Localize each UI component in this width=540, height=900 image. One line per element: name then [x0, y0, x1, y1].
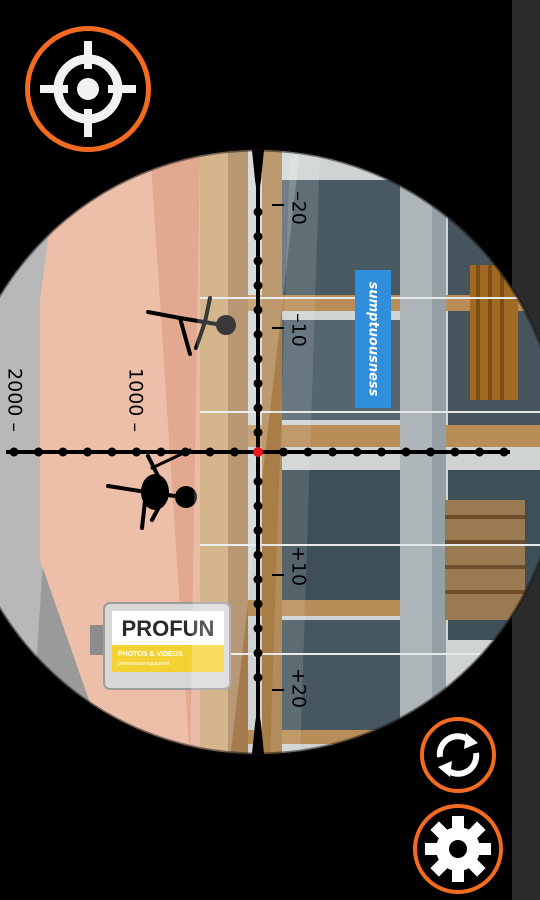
- elevation-scale: –20 –10 +10 +20: [272, 191, 310, 708]
- scope-lens: sumptuousness PROFUN PHOTOS & VIDEOS pro…: [0, 150, 540, 754]
- reticle-dot: [58, 447, 68, 457]
- reticle-dot: [253, 599, 263, 609]
- reticle-dot: [253, 354, 263, 364]
- reticle-dot: [426, 447, 435, 457]
- reticle-dot: [253, 501, 263, 511]
- glass-glare: [190, 150, 300, 754]
- reticle-dot: [34, 447, 43, 457]
- reticle-dot: [253, 624, 263, 633]
- settings-button[interactable]: [413, 804, 503, 894]
- aim-button[interactable]: [25, 26, 151, 152]
- reticle-dot: [377, 447, 386, 457]
- reticle-dot: [475, 447, 484, 457]
- reticle-dot: [253, 379, 263, 388]
- reticle-dot: [132, 447, 141, 457]
- range-label-2000: 2000 –: [4, 368, 26, 432]
- range-scale: 1000 – 2000 –: [4, 368, 147, 432]
- reticle-dot: [253, 575, 263, 584]
- reticle-dot: [253, 330, 263, 339]
- reticle-center-dot: [253, 447, 263, 457]
- reticle-dot: [303, 447, 313, 457]
- reticle-dot: [253, 403, 263, 413]
- reticle-dot: [156, 447, 166, 457]
- blue-sign: [355, 270, 391, 408]
- reticle-dot: [9, 447, 19, 457]
- stickman-target-armed[interactable]: [106, 448, 197, 530]
- crosshair-icon: [40, 41, 136, 137]
- reticle-dot: [253, 477, 263, 486]
- elevation-label-minus-10: –10: [288, 313, 310, 347]
- reticle-dot: [253, 207, 263, 217]
- reticle-dot: [253, 428, 263, 437]
- reticle-dot: [328, 447, 337, 457]
- reticle-dot: [450, 447, 460, 457]
- beam: [248, 425, 540, 447]
- reticle-dot: [279, 447, 288, 457]
- reticle-dot: [253, 550, 263, 560]
- gear-icon: [425, 816, 491, 882]
- range-label-1000: 1000 –: [125, 368, 147, 432]
- reticle-dot: [253, 232, 263, 241]
- glass-glare: [270, 150, 320, 754]
- reticle-dot: [181, 447, 190, 457]
- reticle-dot: [253, 526, 263, 535]
- profun-title: PROFUN: [122, 616, 215, 641]
- reticle-dot: [253, 281, 263, 290]
- reticle-dot: [352, 447, 362, 457]
- elevation-label-minus-20: –20: [288, 191, 310, 225]
- reticle: [6, 150, 510, 754]
- reload-button[interactable]: [420, 717, 496, 793]
- profun-fineprint: professional equipment: [118, 661, 170, 667]
- reticle-dot: [253, 305, 263, 315]
- stickman-target[interactable]: [146, 296, 236, 356]
- reticle-dot: [253, 673, 263, 682]
- elevation-label-plus-20: +20: [288, 668, 310, 708]
- refresh-icon: [436, 733, 480, 777]
- reticle-dot: [499, 447, 509, 457]
- pillar: [432, 150, 446, 754]
- reticle-dot: [83, 447, 92, 457]
- reticle-dot: [107, 447, 117, 457]
- reticle-dot: [253, 648, 263, 658]
- reticle-dot: [230, 447, 239, 457]
- reticle-dot: [401, 447, 411, 457]
- elevation-label-plus-10: +10: [288, 546, 310, 586]
- profun-sign: PROFUN PHOTOS & VIDEOS professional equi…: [90, 602, 231, 690]
- blue-sign-text: sumptuousness: [366, 282, 381, 397]
- profun-subtitle: PHOTOS & VIDEOS: [118, 651, 183, 658]
- reticle-dot: [253, 256, 263, 266]
- reticle-dot: [205, 447, 215, 457]
